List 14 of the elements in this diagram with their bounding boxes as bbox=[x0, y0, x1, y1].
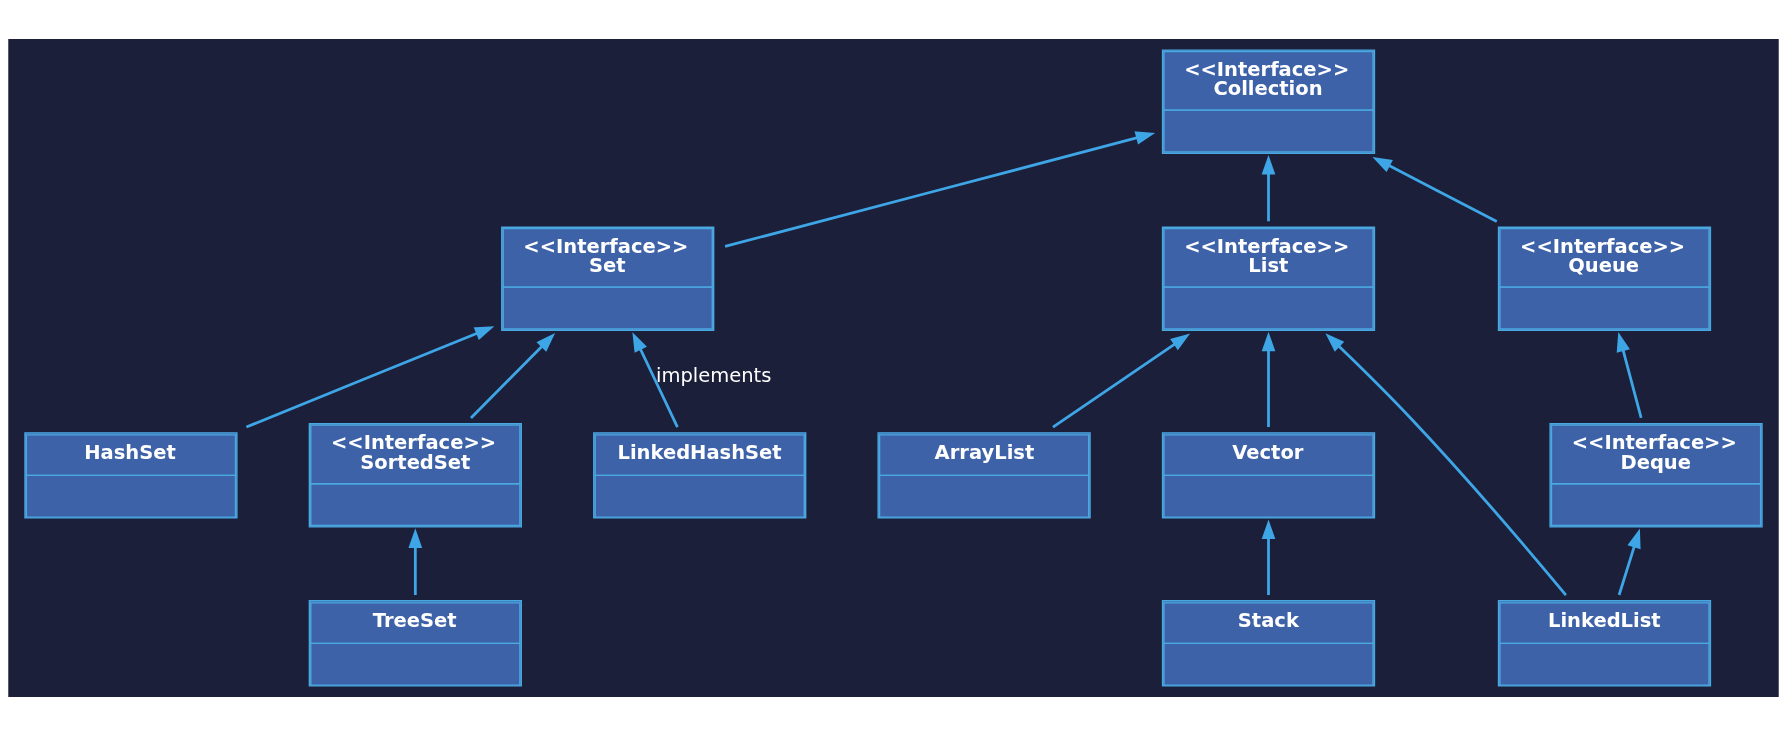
arrow bbox=[632, 332, 679, 428]
arrow bbox=[408, 528, 423, 596]
edge-label: implements bbox=[655, 364, 772, 388]
arrow bbox=[245, 326, 495, 429]
arrow bbox=[1261, 154, 1276, 222]
arrow bbox=[1616, 332, 1643, 419]
arrow bbox=[724, 131, 1156, 248]
arrow bbox=[1261, 519, 1276, 596]
arrow bbox=[1617, 528, 1641, 596]
arrow bbox=[470, 333, 556, 419]
arrow bbox=[1325, 333, 1567, 596]
arrow bbox=[1372, 157, 1498, 223]
arrow bbox=[1261, 331, 1276, 428]
arrow bbox=[1052, 333, 1191, 429]
